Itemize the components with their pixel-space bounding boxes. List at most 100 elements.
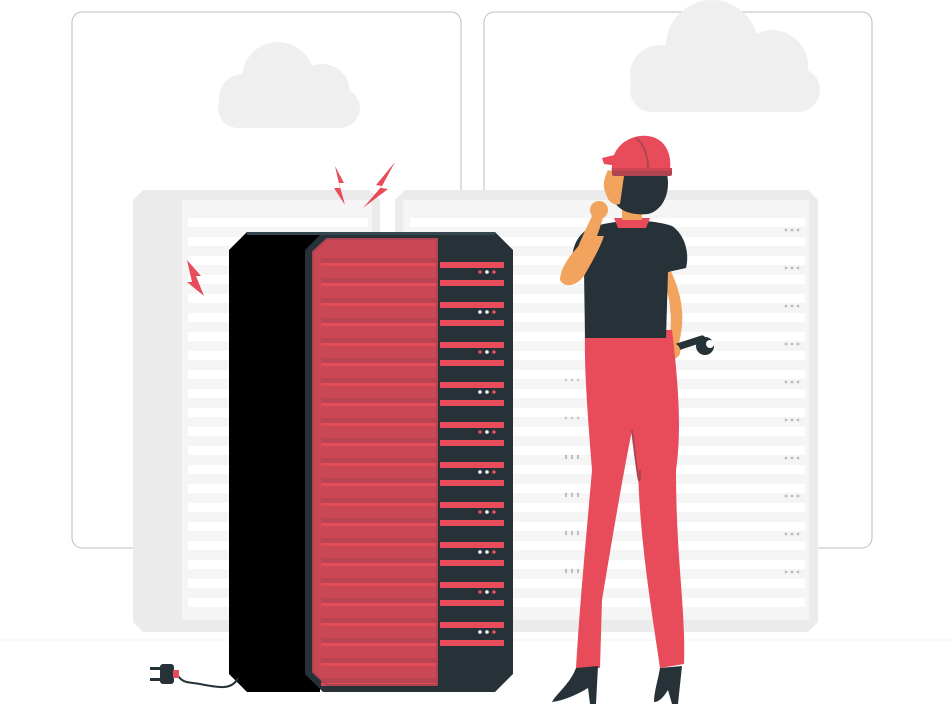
rack-unit-led — [485, 630, 489, 634]
technician-shirt — [572, 220, 688, 338]
rack-unit-strip — [440, 462, 504, 468]
background-rack-led — [564, 494, 568, 498]
background-rack-led — [564, 532, 568, 536]
background-rack-led — [576, 456, 580, 460]
power-plug-body — [160, 664, 174, 684]
rack-unit-strip — [440, 280, 504, 286]
rack-unit-led — [478, 310, 482, 314]
rack-door-slat — [321, 578, 437, 583]
rack-door-slat — [321, 298, 437, 303]
rack-unit-led — [478, 470, 482, 474]
rack-door-slat — [321, 598, 437, 603]
background-rack-led — [576, 530, 580, 534]
background-rack-led — [784, 418, 788, 422]
technician — [552, 135, 714, 704]
rack-unit-strip — [440, 480, 504, 486]
background-rack-led — [564, 454, 568, 458]
rack-unit-led — [492, 350, 496, 354]
rack-door-slat-highlight — [321, 543, 437, 546]
rack-unit-strip — [440, 320, 504, 326]
technician-collar — [614, 218, 650, 228]
background-rack-led — [576, 492, 580, 496]
rack-unit-led — [485, 270, 489, 274]
rack-unit-led — [492, 630, 496, 634]
background-rack-led — [796, 342, 800, 346]
server-rack-units — [440, 262, 504, 646]
rack-door-slat-highlight — [321, 363, 437, 366]
rack-door-slat-highlight — [321, 343, 437, 346]
power-plug-icon — [150, 664, 239, 689]
background-rack-led — [576, 568, 580, 572]
background-rack-led — [796, 380, 800, 384]
background-rack-led — [784, 380, 788, 384]
rack-door-slat-highlight — [321, 463, 437, 466]
rack-unit-led — [485, 350, 489, 354]
rack-door-slat — [321, 478, 437, 483]
background-rack-led — [564, 568, 568, 572]
rack-unit-led — [485, 390, 489, 394]
rack-door-slat-highlight — [321, 623, 437, 626]
background-rack-led — [576, 416, 580, 420]
rack-unit-led — [478, 430, 482, 434]
rack-unit-led — [478, 350, 482, 354]
power-plug-pin — [150, 678, 161, 681]
background-rack-led — [564, 530, 568, 534]
rack-door-slat-highlight — [321, 303, 437, 306]
rack-unit-led — [492, 390, 496, 394]
server-rack-top-edge — [247, 232, 495, 235]
wrench-icon — [670, 335, 714, 355]
background-rack-led — [784, 228, 788, 232]
server-rack-door-frame — [312, 238, 438, 686]
lightning-bolt-icon — [363, 162, 395, 208]
background-rack-led — [790, 304, 794, 308]
clouds — [218, 0, 820, 128]
rack-door-slat — [321, 278, 437, 283]
server-rack-door-slats — [321, 258, 437, 686]
background-rack-led — [790, 494, 794, 498]
rack-door-slat-highlight — [321, 563, 437, 566]
rack-door-slat-highlight — [321, 523, 437, 526]
rack-door-slat-highlight — [321, 263, 437, 266]
rack-unit-strip — [440, 560, 504, 566]
rack-door-slat-highlight — [321, 503, 437, 506]
background-rack-led — [570, 454, 574, 458]
rack-unit-led — [485, 470, 489, 474]
cloud-icon — [218, 42, 360, 128]
background-rack-led — [576, 570, 580, 574]
rack-unit-led — [485, 590, 489, 594]
server-rack-side — [229, 232, 320, 692]
background-rack-led — [790, 570, 794, 574]
technician-left-shoe — [552, 666, 598, 704]
rack-door-slat-highlight — [321, 423, 437, 426]
rack-unit-strip — [440, 302, 504, 308]
background-rack-led — [570, 570, 574, 574]
power-plug-pin — [150, 667, 161, 670]
background-rack-led — [796, 456, 800, 460]
rack-door-slat — [321, 418, 437, 423]
rack-unit-strip — [440, 422, 504, 428]
background-rack-led — [796, 304, 800, 308]
background-rack-slat — [410, 598, 805, 607]
background-rack-led — [790, 532, 794, 536]
rack-door-slat — [321, 558, 437, 563]
background-rack-led — [796, 570, 800, 574]
rack-door-slat-highlight — [321, 603, 437, 606]
background-rack-led — [790, 418, 794, 422]
technician-face — [603, 170, 624, 205]
background-rack-led — [570, 492, 574, 496]
rack-door-slat — [321, 678, 437, 683]
background-rack-led — [576, 532, 580, 536]
background-rack-led — [796, 266, 800, 270]
rack-unit-led — [492, 270, 496, 274]
background-rack-led — [784, 494, 788, 498]
background-rack-led — [790, 456, 794, 460]
rack-door-slat — [321, 538, 437, 543]
background-rack-slat — [410, 218, 805, 227]
rack-door-slat — [321, 338, 437, 343]
lightning-bolt-icon — [187, 260, 204, 296]
rack-unit-strip — [440, 262, 504, 268]
rack-door-slat — [321, 358, 437, 363]
rack-unit-led — [485, 430, 489, 434]
background-rack-led — [784, 456, 788, 460]
